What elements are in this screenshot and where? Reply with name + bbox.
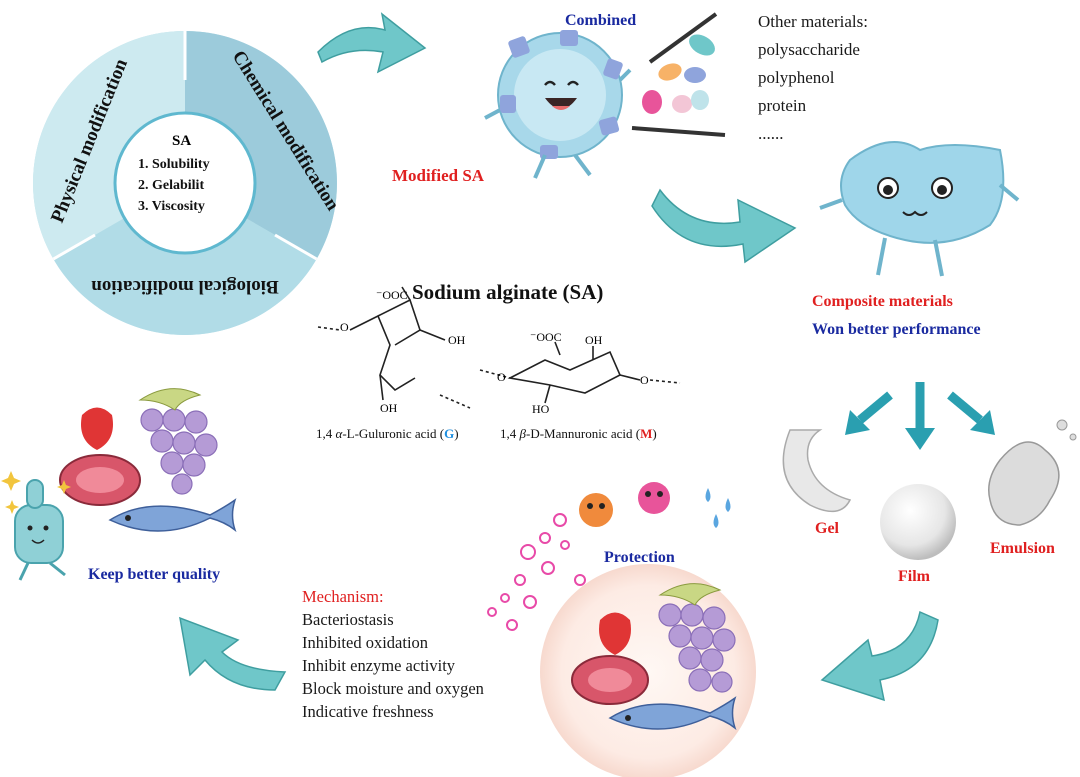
modification-wheel bbox=[33, 31, 337, 335]
mannuronic-caption: 1,4 β-D-Mannuronic acid (M) bbox=[500, 426, 657, 442]
other-material-item: polyphenol bbox=[758, 68, 835, 87]
guluronic-mid: -L-Guluronic acid ( bbox=[342, 426, 445, 441]
other-materials-bracket bbox=[631, 12, 726, 137]
sodium-alginate-title: Sodium alginate (SA) bbox=[412, 280, 604, 304]
keep-better-quality-label: Keep better quality bbox=[88, 566, 221, 583]
protected-food bbox=[571, 583, 737, 731]
emulsion-label: Emulsion bbox=[990, 540, 1055, 557]
mechanism-item: Indicative freshness bbox=[302, 702, 434, 721]
mannuronic-letter: M bbox=[640, 426, 653, 441]
biological-segment bbox=[53, 183, 317, 335]
mannuronic-suffix: ) bbox=[652, 426, 657, 441]
guluronic-prefix: 1,4 bbox=[316, 426, 336, 441]
other-material-item: ...... bbox=[758, 124, 784, 143]
mannuronic-prefix: 1,4 bbox=[500, 426, 520, 441]
biological-modification-label: Biological modification bbox=[91, 276, 279, 297]
guluronic-alpha: α bbox=[335, 426, 343, 441]
flow-arrow-bottom bbox=[820, 610, 939, 702]
wheel-center-list: 1. Solubility 2. Gelabilit 3. Viscosity bbox=[138, 154, 210, 217]
guluronic-oh-label: OH bbox=[448, 333, 466, 347]
mechanism-item: Bacteriostasis bbox=[302, 610, 394, 629]
combined-label: Combined bbox=[565, 12, 637, 29]
form-arrows bbox=[845, 382, 995, 450]
mannuronic-o2-label: O bbox=[497, 370, 506, 384]
other-material-item: protein bbox=[758, 96, 807, 115]
other-materials-list: Other materials: polysaccharide polyphen… bbox=[758, 8, 868, 148]
mechanism-item: Block moisture and oxygen bbox=[302, 679, 484, 698]
mannuronic-beta: β bbox=[519, 426, 526, 441]
modified-sa-mascot bbox=[484, 30, 632, 179]
emulsion-shape bbox=[988, 419, 1077, 526]
quality-food bbox=[59, 388, 237, 533]
mannuronic-structure bbox=[479, 341, 681, 404]
wheel-center bbox=[113, 111, 257, 255]
gel-shape bbox=[782, 429, 852, 513]
film-shape bbox=[880, 484, 956, 560]
guluronic-suffix: ) bbox=[454, 426, 459, 441]
better-performance-label: Won better performance bbox=[812, 321, 981, 338]
wheel-center-item: 3. Viscosity bbox=[138, 199, 205, 214]
bubbles bbox=[487, 513, 586, 631]
mannuronic-oh-label: OH bbox=[585, 333, 603, 347]
guluronic-caption: 1,4 α-L-Guluronic acid (G) bbox=[316, 426, 459, 442]
modified-sa-label: Modified SA bbox=[392, 166, 485, 185]
composite-materials-label: Composite materials bbox=[812, 293, 953, 310]
wheel-center-item: 2. Gelabilit bbox=[138, 178, 205, 193]
guluronic-letter: G bbox=[444, 426, 455, 441]
other-materials-title: Other materials: bbox=[758, 12, 868, 31]
mannuronic-ho-label: HO bbox=[532, 402, 550, 416]
guluronic-oh2-label: OH bbox=[380, 401, 398, 415]
gel-label: Gel bbox=[815, 520, 839, 537]
pathogen-icons bbox=[579, 482, 731, 528]
mechanism-item: Inhibited oxidation bbox=[302, 633, 429, 652]
guluronic-o-label: O bbox=[340, 320, 349, 334]
flow-arrow-right bbox=[651, 188, 797, 264]
thumbs-up-mascot bbox=[1, 471, 71, 581]
mechanism-list: Mechanism: Bacteriostasis Inhibited oxid… bbox=[302, 585, 484, 723]
flow-arrow-left bbox=[179, 616, 287, 691]
film-label: Film bbox=[898, 568, 930, 585]
wheel-center-item: 1. Solubility bbox=[138, 157, 210, 172]
mannuronic-coo-label: ⁻OOC bbox=[530, 330, 562, 344]
mannuronic-o-label: O bbox=[640, 373, 649, 387]
protection-label: Protection bbox=[604, 549, 675, 566]
protection-shield bbox=[540, 564, 756, 777]
other-material-item: polysaccharide bbox=[758, 40, 860, 59]
wheel-center-title: SA bbox=[172, 133, 192, 149]
mannuronic-mid: -D-Mannuronic acid ( bbox=[525, 426, 641, 441]
guluronic-structure bbox=[317, 286, 471, 409]
mechanism-title: Mechanism: bbox=[302, 587, 384, 606]
flow-arrow-top bbox=[317, 12, 427, 74]
mechanism-item: Inhibit enzyme activity bbox=[302, 656, 456, 675]
composite-mascot bbox=[819, 141, 1020, 277]
guluronic-coo-label: ⁻OOC bbox=[376, 288, 408, 302]
